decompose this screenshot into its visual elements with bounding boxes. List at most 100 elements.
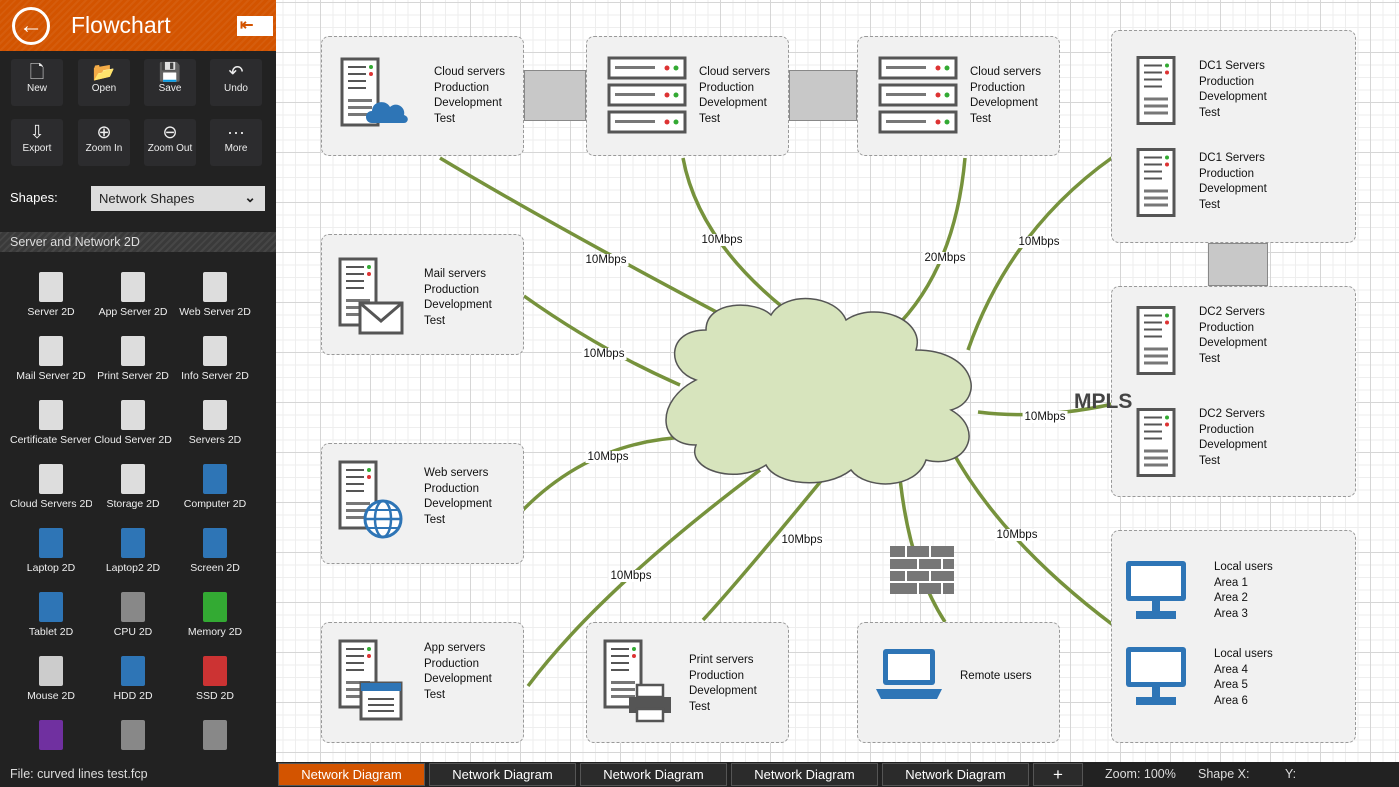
mpls-cloud-label: MPLS	[1074, 390, 1133, 413]
palette-item[interactable]: Cloud Servers 2D	[10, 454, 92, 518]
palette-item[interactable]: Computer 2D	[174, 454, 256, 518]
node-label-line: Production	[1199, 167, 1254, 180]
shape-icon	[203, 400, 227, 430]
save-button[interactable]: 💾Save	[144, 59, 196, 106]
node-label-line: Test	[699, 113, 721, 126]
chevron-down-icon: ⌄	[244, 189, 256, 205]
shape-icon	[39, 336, 63, 366]
palette-item[interactable]: CPU 2D	[92, 582, 174, 646]
shape-x-readout: Shape X:	[1198, 767, 1250, 781]
palette-item[interactable]: Cloud Server 2D	[92, 390, 174, 454]
shapes-label: Shapes:	[10, 190, 58, 205]
node-label-line: Local users	[1214, 648, 1273, 660]
palette-item[interactable]: Laptop 2D	[10, 518, 92, 582]
node-remote-users[interactable]: Remote users	[857, 622, 1060, 743]
palette-item[interactable]: Web Server 2D	[174, 262, 256, 326]
toolbar-label: Save	[158, 83, 182, 94]
palette-item[interactable]: Servers 2D	[174, 390, 256, 454]
palette-item-label: Computer 2D	[183, 498, 247, 510]
palette-item[interactable]: Print Server 2D	[92, 326, 174, 390]
palette-item[interactable]: Server 2D	[10, 262, 92, 326]
back-button[interactable]: ←	[12, 7, 50, 45]
add-tab-button[interactable]: +	[1033, 763, 1083, 786]
export-button[interactable]: ⇩Export	[11, 119, 63, 166]
palette-item[interactable]	[92, 710, 174, 774]
connector-line[interactable]	[526, 468, 762, 688]
connector-line[interactable]	[439, 156, 761, 337]
toolbar-label: Undo	[224, 83, 248, 94]
connector-line[interactable]	[701, 468, 832, 622]
connector-line[interactable]	[966, 155, 1115, 351]
shape-icon	[121, 272, 145, 302]
connector-line[interactable]	[891, 157, 967, 332]
shape-category-header[interactable]: Server and Network 2D	[0, 232, 276, 252]
palette-item-label: Cloud Server 2D	[94, 434, 172, 446]
link-bandwidth-label: 10Mbps	[1016, 236, 1062, 248]
palette-item[interactable]	[174, 710, 256, 774]
save-icon: 💾	[158, 62, 182, 82]
tab-network-diagram[interactable]: Network Diagram	[278, 763, 425, 786]
palette-item[interactable]: SSD 2D	[174, 646, 256, 710]
toolbar-label: More	[224, 143, 248, 154]
palette-item[interactable]: Info Server 2D	[174, 326, 256, 390]
zoom-out-button[interactable]: ⊖Zoom Out	[144, 119, 196, 166]
palette-item[interactable]: Certificate Server 2D	[10, 390, 92, 454]
palette-item-label: SSD 2D	[196, 690, 234, 702]
tab-network-diagram[interactable]: Network Diagram	[882, 763, 1029, 786]
undo-button[interactable]: ↶Undo	[210, 59, 262, 106]
palette-item[interactable]	[10, 710, 92, 774]
shapes-dropdown[interactable]: Network Shapes⌄	[91, 186, 265, 211]
palette-item[interactable]: Memory 2D	[174, 582, 256, 646]
node-label-line: Test	[424, 315, 446, 328]
toolbar-label: Zoom Out	[147, 143, 193, 154]
palette-item-label: Mouse 2D	[27, 690, 75, 702]
new-button[interactable]: 🗋New	[11, 59, 63, 106]
palette-item[interactable]: App Server 2D	[92, 262, 174, 326]
palette-item[interactable]: Mail Server 2D	[10, 326, 92, 390]
tab-network-diagram[interactable]: Network Diagram	[429, 763, 576, 786]
node-label-line: Production	[699, 81, 754, 94]
mpls-cloud[interactable]	[665, 297, 972, 485]
zoom-out-icon: ⊖	[162, 122, 178, 142]
node-label-line: Test	[1199, 107, 1221, 120]
shape-icon	[39, 400, 63, 430]
export-icon: ⇩	[29, 122, 45, 142]
open-button[interactable]: 📂Open	[78, 59, 130, 106]
zoom-in-button[interactable]: ⊕Zoom In	[78, 119, 130, 166]
connector-line[interactable]	[518, 435, 691, 515]
shape-icon	[203, 464, 227, 494]
link-bandwidth-label: 20Mbps	[922, 252, 968, 264]
tab-network-diagram[interactable]: Network Diagram	[580, 763, 727, 786]
app-title: Flowchart	[71, 12, 171, 38]
node-label-line: Print servers	[689, 654, 754, 666]
palette-item[interactable]: Mouse 2D	[10, 646, 92, 710]
palette-item[interactable]: Screen 2D	[174, 518, 256, 582]
node-label-line: Production	[689, 669, 744, 682]
tab-network-diagram[interactable]: Network Diagram	[731, 763, 878, 786]
sidebar: ← Flowchart ⇤ 🗋New 📂Open 💾Save ↶Undo ⇩Export…	[0, 0, 276, 762]
computer-icon	[1124, 559, 1188, 623]
palette-item[interactable]: Storage 2D	[92, 454, 174, 518]
connector-line[interactable]	[522, 294, 681, 387]
palette-item[interactable]: HDD 2D	[92, 646, 174, 710]
palette-item-label: Storage 2D	[106, 498, 160, 510]
palette-item[interactable]: Laptop2 2D	[92, 518, 174, 582]
palette-item[interactable]: Tablet 2D	[10, 582, 92, 646]
server-icon	[1136, 53, 1176, 128]
collapse-panel-button[interactable]: ⇤	[237, 16, 273, 36]
more-button[interactable]: ···More	[210, 119, 262, 166]
